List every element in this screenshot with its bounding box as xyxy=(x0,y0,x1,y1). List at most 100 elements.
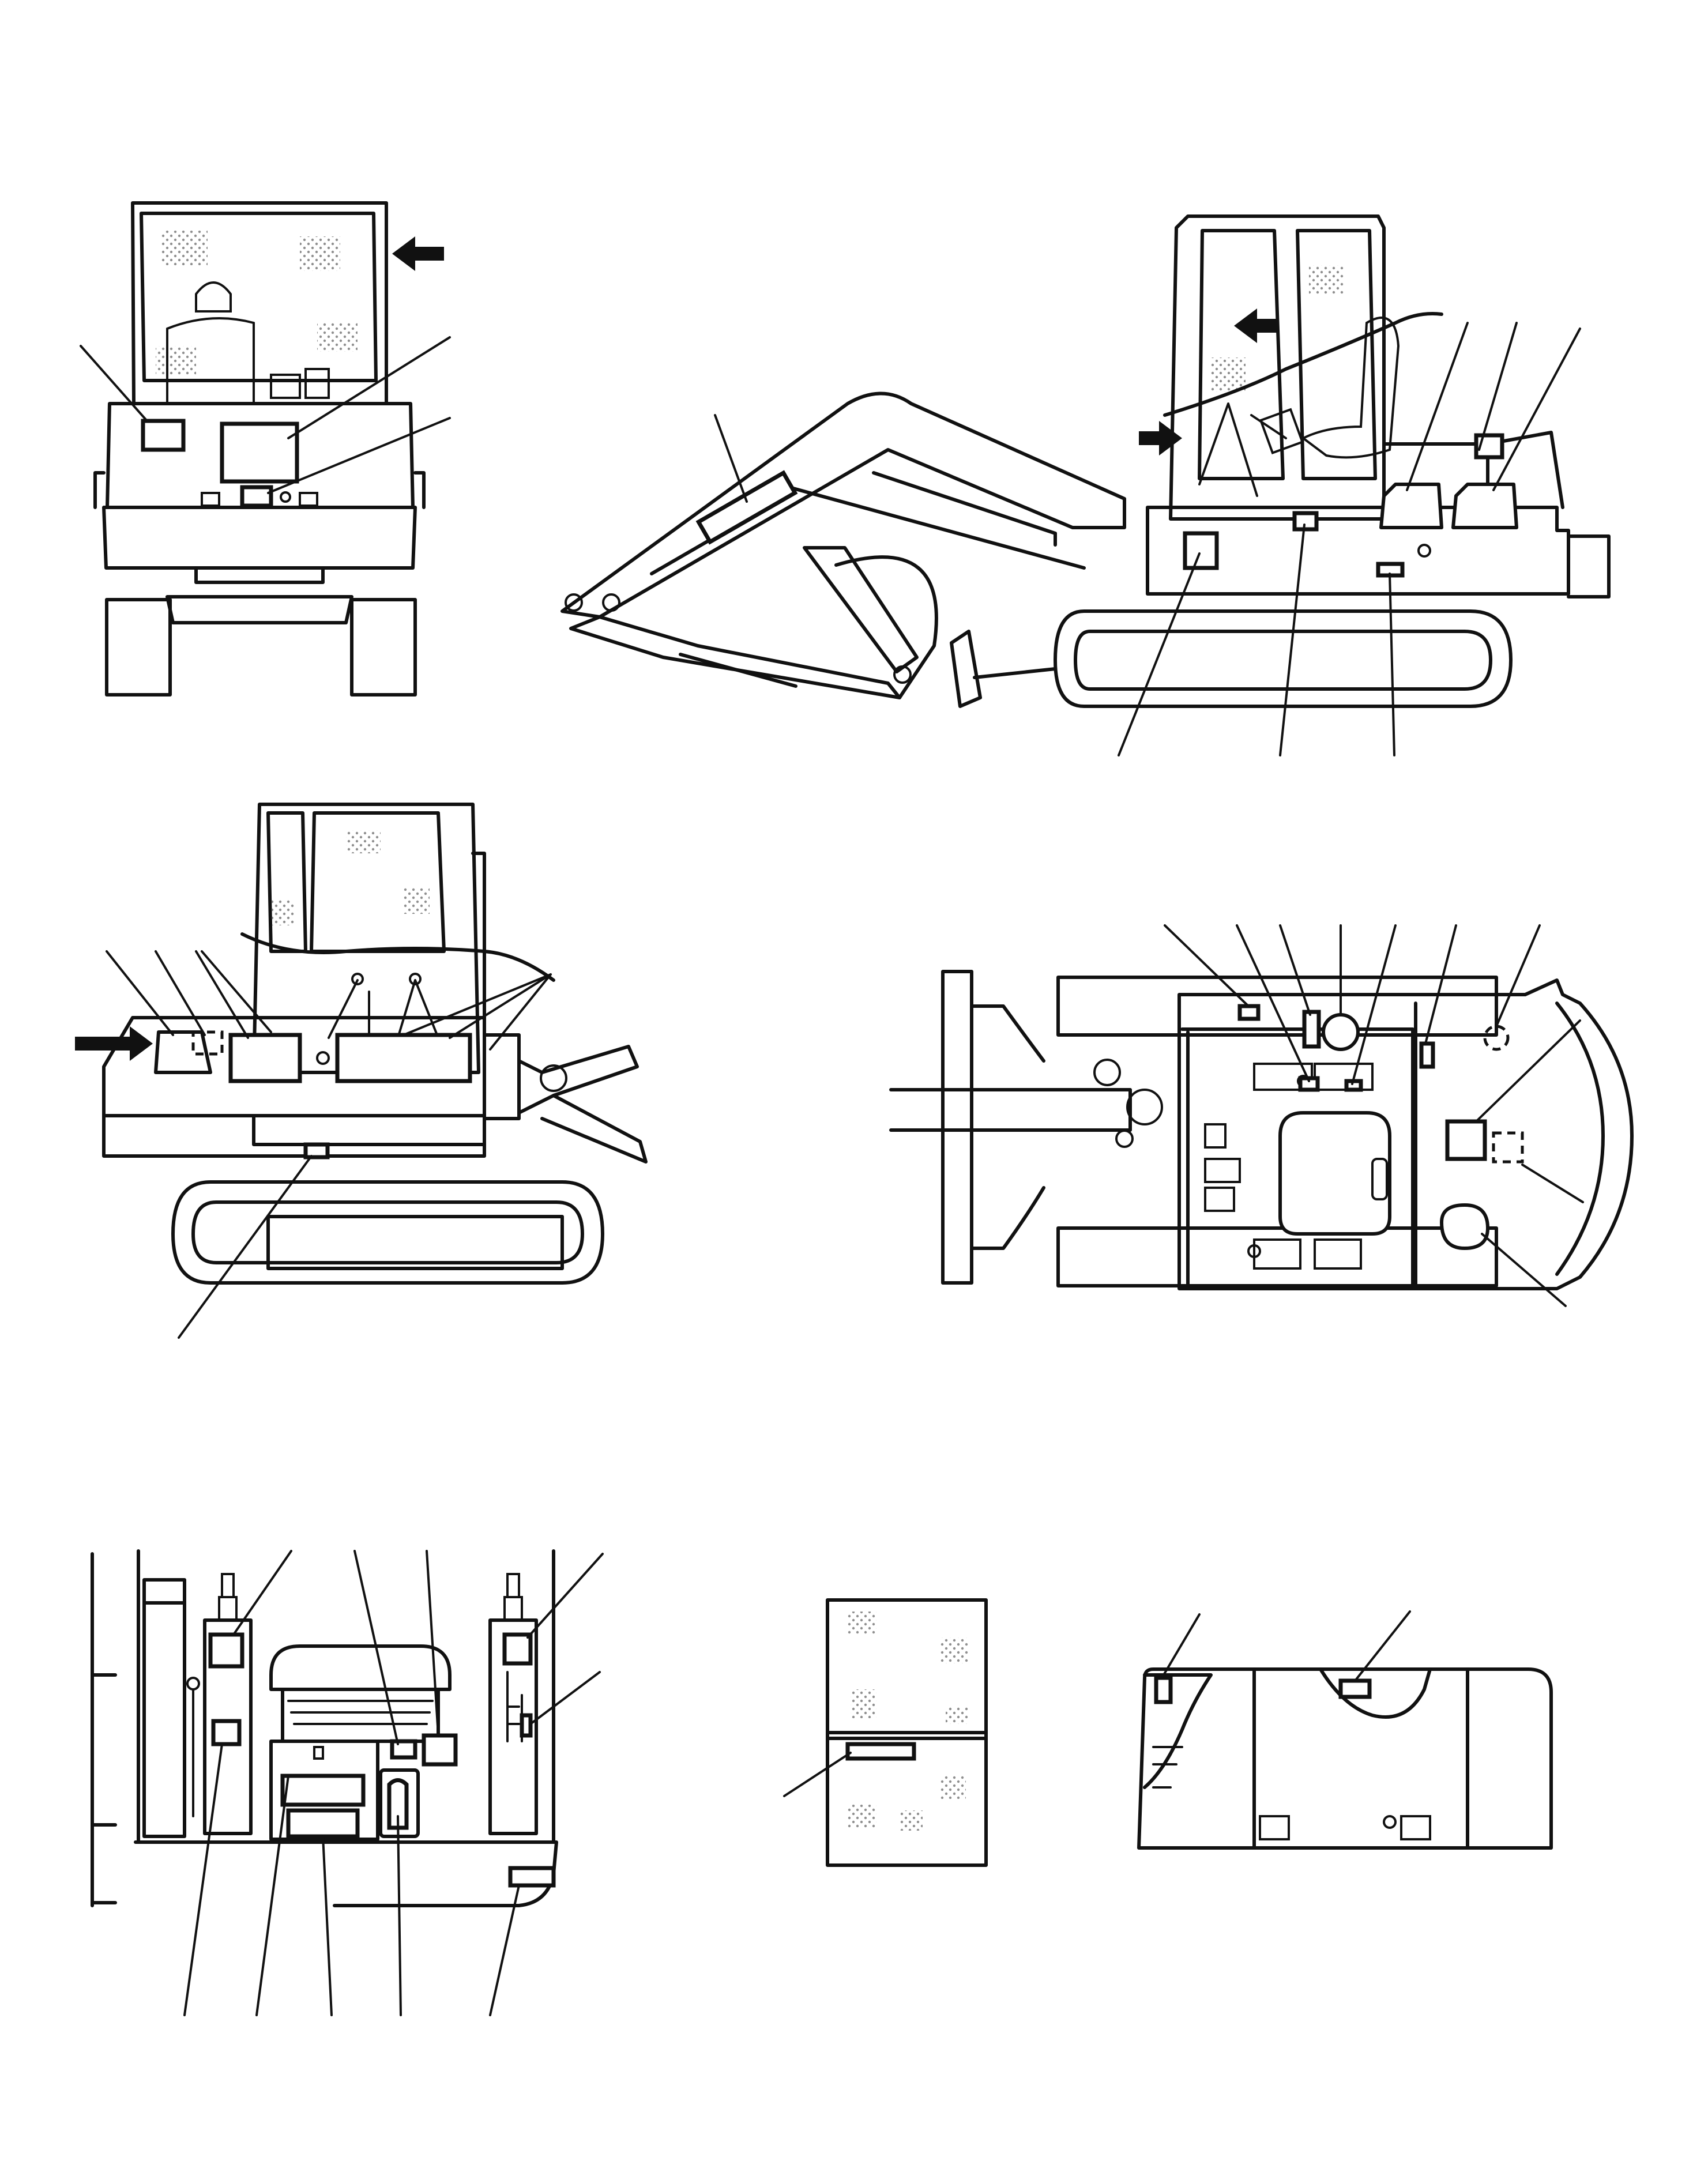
top-track-upper xyxy=(1056,976,1498,1037)
left-leader-4 xyxy=(402,973,552,1051)
station-leader-3 xyxy=(426,1550,439,1737)
side-leader-b xyxy=(1478,322,1518,451)
side-cutaway-edge xyxy=(1163,312,1443,417)
left-leader-1 xyxy=(106,950,174,1036)
station-decal-left-upper xyxy=(208,1632,244,1669)
station-decal-right xyxy=(422,1733,458,1767)
side-leader-f xyxy=(1389,573,1395,756)
station-leader-2 xyxy=(353,1550,399,1745)
left-leader-3 xyxy=(195,950,272,1039)
station-decal-right-side xyxy=(520,1713,533,1738)
front-leader-2 xyxy=(287,336,451,439)
front-track-left xyxy=(105,598,172,697)
top-decal-3 xyxy=(1298,1076,1320,1092)
station-decal-floor xyxy=(508,1866,556,1888)
left-cab-frame xyxy=(252,803,480,1074)
station-leader-10 xyxy=(489,1884,520,2016)
rear-decal-top xyxy=(1338,1678,1372,1699)
left-decal-center-1 xyxy=(228,1033,302,1083)
side-bucket xyxy=(834,555,938,699)
left-leader-2 xyxy=(155,950,206,1036)
station-leader-7 xyxy=(255,1775,289,2016)
window-decal xyxy=(845,1742,916,1761)
side-decal-window-2 xyxy=(1451,483,1518,529)
side-decal-front-block xyxy=(1183,531,1219,570)
top-upper-structure xyxy=(1177,978,1634,1290)
top-decal-5 xyxy=(1419,1041,1435,1069)
station-seat-back xyxy=(269,1644,452,1691)
station-left-console xyxy=(203,1618,253,1835)
front-seat-headrest xyxy=(195,281,232,313)
station-leader-9 xyxy=(397,1815,402,2016)
station-left-post xyxy=(142,1578,186,1838)
front-decal-center xyxy=(220,421,299,484)
left-side-view xyxy=(75,803,648,1339)
station-leader-1 xyxy=(232,1550,292,1636)
left-decal-center-2 xyxy=(335,1033,472,1083)
front-counterweight xyxy=(102,506,417,570)
top-decal-6 xyxy=(1445,1119,1487,1161)
side-decal-window-1 xyxy=(1379,483,1443,529)
station-decal-small xyxy=(390,1739,417,1760)
top-seat xyxy=(1278,1111,1391,1236)
top-decal-1 xyxy=(1237,1004,1261,1021)
station-decal-panel-2 xyxy=(286,1808,360,1839)
side-leader-d xyxy=(1118,552,1201,756)
station-leader-8 xyxy=(322,1835,333,2016)
left-cutaway-edge xyxy=(240,932,555,982)
rear-cover-view xyxy=(1137,1610,1553,1850)
top-leader-2 xyxy=(1236,924,1310,1082)
top-decal-hidden-circle xyxy=(1483,1025,1510,1051)
cab-window-view xyxy=(783,1598,988,1867)
rear-cover-outline xyxy=(1137,1667,1553,1850)
station-decal-left-lower xyxy=(211,1719,242,1746)
left-track xyxy=(171,1180,604,1285)
side-boom xyxy=(560,391,1126,619)
top-leader-10 xyxy=(1481,1233,1567,1307)
front-decal-left xyxy=(141,419,186,452)
station-leader-4 xyxy=(526,1553,604,1639)
left-leader-5 xyxy=(178,1155,313,1339)
left-cab-door xyxy=(310,811,446,953)
top-leader-6 xyxy=(1424,924,1457,1045)
front-leader-3 xyxy=(267,417,451,494)
top-fuel-cap xyxy=(1440,1203,1489,1250)
rear-decal-left xyxy=(1154,1676,1173,1704)
side-leader-c xyxy=(1492,327,1581,491)
side-seat xyxy=(1301,317,1400,459)
top-leader-7 xyxy=(1495,924,1541,1027)
top-leader-8 xyxy=(1475,1019,1581,1123)
side-arm xyxy=(569,615,901,699)
front-seat-outline xyxy=(166,317,255,405)
station-decal-right-upper xyxy=(502,1632,533,1666)
front-windshield xyxy=(140,212,378,382)
front-leader-1 xyxy=(80,345,148,422)
top-view xyxy=(889,924,1634,1307)
side-arrow-lower-icon xyxy=(1139,421,1182,455)
station-right-console xyxy=(488,1618,538,1835)
station-front-panel xyxy=(269,1740,379,1841)
side-arrow-upper-icon xyxy=(1234,308,1277,343)
top-decal-2 xyxy=(1302,1010,1321,1049)
side-leader-boom xyxy=(714,414,748,503)
top-leader-9 xyxy=(1521,1164,1584,1203)
rear-leader-2 xyxy=(1354,1610,1411,1682)
station-lever-decal xyxy=(387,1778,409,1830)
side-cab-door xyxy=(1198,229,1285,480)
side-leader-e xyxy=(1279,524,1306,756)
top-leader-5 xyxy=(1351,924,1397,1085)
left-decal-hidden xyxy=(191,1030,224,1056)
station-leader-5 xyxy=(529,1671,601,1725)
operator-station-view xyxy=(91,1549,604,2016)
front-track-right xyxy=(350,598,417,697)
left-arrow-icon xyxy=(75,1026,153,1061)
top-track-lower xyxy=(1056,1226,1498,1287)
front-view xyxy=(80,201,451,697)
left-decal-step xyxy=(303,1142,330,1159)
top-decal-hidden xyxy=(1492,1131,1524,1164)
station-leader-6 xyxy=(183,1743,223,2016)
side-cab-frame xyxy=(1169,214,1386,521)
top-blade xyxy=(941,970,973,1285)
window-leader xyxy=(783,1752,852,1797)
